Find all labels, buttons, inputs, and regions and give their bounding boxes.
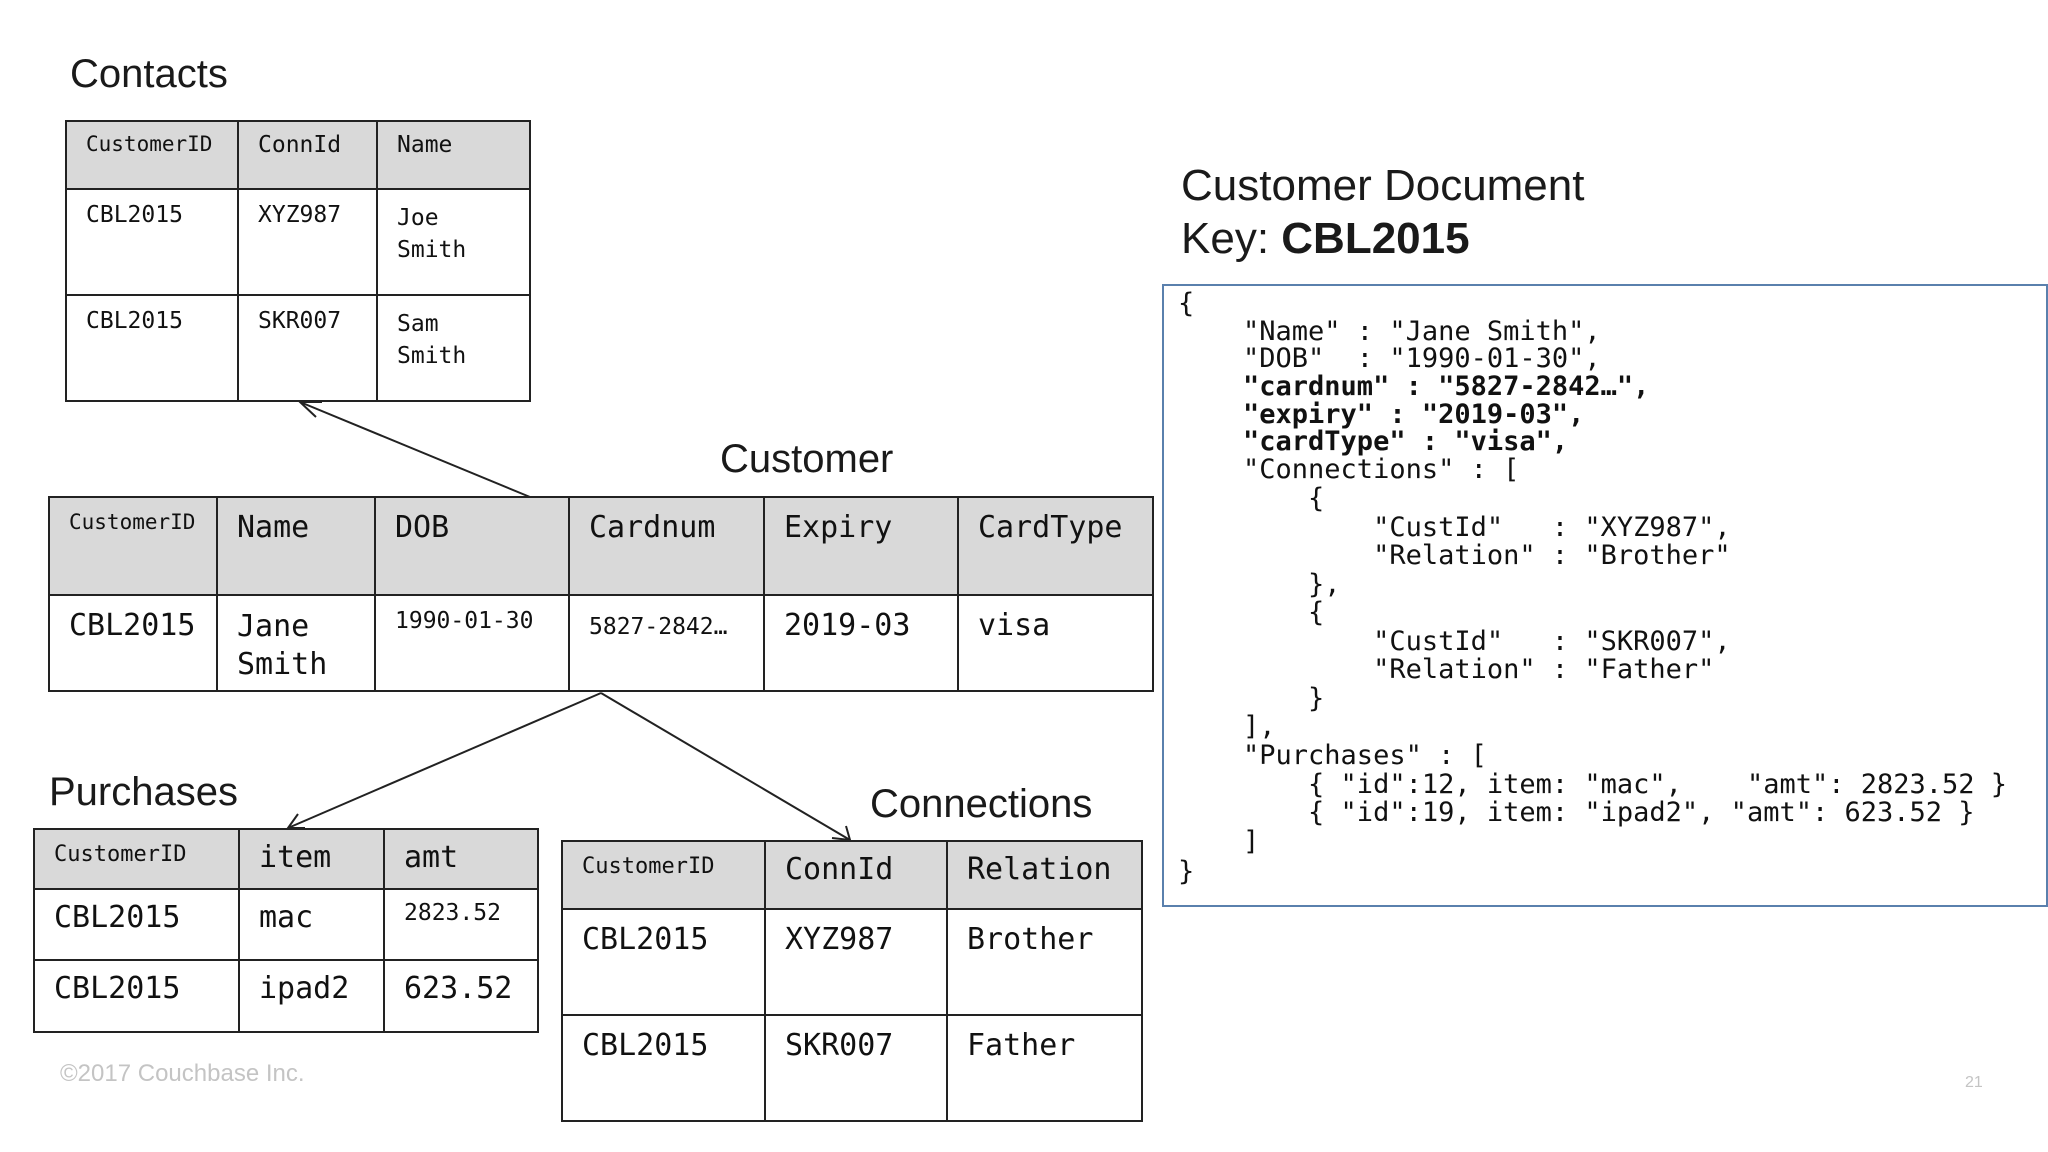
json-line: "Purchases" : [ <box>1178 740 1487 771</box>
arrow-customer-to-connections <box>600 692 851 841</box>
table-cell: ipad2 <box>238 959 385 1033</box>
table-cell: mac <box>238 888 385 961</box>
connections-header-relation: Relation <box>946 840 1143 910</box>
table-cell: Sam Smith <box>376 294 531 402</box>
json-line: "DOB" : "1990-01-30", <box>1178 343 1601 374</box>
customer-header-expiry: Expiry <box>763 496 959 596</box>
table-cell: visa <box>957 594 1154 692</box>
json-line: "CustId" : "XYZ987", <box>1178 512 1731 543</box>
json-line: "Relation" : "Brother" <box>1178 540 1731 571</box>
json-line: "Name" : "Jane Smith", <box>1178 316 1601 347</box>
arrowhead-contacts <box>297 401 322 418</box>
table-cell: XYZ987 <box>764 908 948 1016</box>
table-cell: CBL2015 <box>65 188 239 296</box>
customer-table: CustomerID Name DOB Cardnum Expiry CardT… <box>48 496 1154 692</box>
customer-header-row: CustomerID Name DOB Cardnum Expiry CardT… <box>48 496 1154 596</box>
table-cell: XYZ987 <box>237 188 378 296</box>
table-cell: SKR007 <box>764 1014 948 1122</box>
contact-last-name: Smith <box>397 237 467 263</box>
purchases-title: Purchases <box>49 770 238 814</box>
json-line: "cardnum" : "5827-2842…", <box>1178 371 1650 402</box>
page-number: 21 <box>1965 1074 1983 1091</box>
document-key-value: CBL2015 <box>1281 214 1470 263</box>
table-cell: Joe Smith <box>376 188 531 296</box>
contact-first-name: Sam <box>397 311 439 337</box>
document-key: Key: CBL2015 <box>1181 214 1470 264</box>
table-cell: CBL2015 <box>561 908 766 1016</box>
customer-header-dob: DOB <box>374 496 570 596</box>
json-line: { "id":12, item: "mac", "amt": 2823.52 } <box>1178 769 2008 800</box>
json-line: "Connections" : [ <box>1178 454 1520 485</box>
customer-first-name: Jane <box>237 609 310 644</box>
table-cell: Father <box>946 1014 1143 1122</box>
json-line: "expiry" : "2019-03", <box>1178 399 1585 430</box>
arrow-customer-to-purchases <box>287 692 602 829</box>
customer-json-document: { "Name" : "Jane Smith", "DOB" : "1990-0… <box>1162 284 2048 907</box>
customer-title: Customer <box>720 437 894 481</box>
json-line: { <box>1178 597 1325 628</box>
contact-first-name: Joe <box>397 205 439 231</box>
purchases-header-item: item <box>238 828 385 890</box>
connections-header-connid: ConnId <box>764 840 948 910</box>
table-row: CBL2015 XYZ987 Brother <box>561 908 1143 1016</box>
contacts-table: CustomerID ConnId Name CBL2015 XYZ987 Jo… <box>65 120 531 402</box>
connections-header-customerid: CustomerID <box>561 840 766 910</box>
json-line: } <box>1178 856 1195 887</box>
arrow-customer-to-contacts <box>299 401 531 498</box>
customer-header-cardnum: Cardnum <box>568 496 765 596</box>
table-row: CBL2015 Jane Smith 1990-01-30 5827-2842…… <box>48 594 1154 692</box>
purchases-header-amt: amt <box>383 828 539 890</box>
table-row: CBL2015 XYZ987 Joe Smith <box>65 188 531 296</box>
connections-title: Connections <box>870 782 1093 826</box>
json-line: { <box>1178 483 1325 514</box>
document-title: Customer Document <box>1181 161 1585 210</box>
purchases-header-row: CustomerID item amt <box>33 828 539 890</box>
json-line: { "id":19, item: "ipad2", "amt": 623.52 … <box>1178 797 1975 828</box>
purchases-header-customerid: CustomerID <box>33 828 240 890</box>
table-cell: Jane Smith <box>216 594 376 692</box>
customer-header-customerid: CustomerID <box>48 496 218 596</box>
customer-last-name: Smith <box>237 647 328 682</box>
table-cell: SKR007 <box>237 294 378 402</box>
contacts-header-name: Name <box>376 120 531 190</box>
table-cell: CBL2015 <box>65 294 239 402</box>
table-cell: CBL2015 <box>33 959 240 1033</box>
contacts-header-row: CustomerID ConnId Name <box>65 120 531 190</box>
arrowhead-connections <box>831 825 852 842</box>
json-line: } <box>1178 683 1325 714</box>
json-line: "cardType" : "visa", <box>1178 426 1569 457</box>
arrowhead-purchases <box>286 813 305 829</box>
purchases-table: CustomerID item amt CBL2015 mac 2823.52 … <box>33 828 539 1033</box>
table-cell: 2019-03 <box>763 594 959 692</box>
table-cell: 623.52 <box>383 959 539 1033</box>
connections-table: CustomerID ConnId Relation CBL2015 XYZ98… <box>561 840 1143 1122</box>
table-cell: 2823.52 <box>383 888 539 961</box>
contacts-header-connid: ConnId <box>237 120 378 190</box>
table-cell: 5827-2842… <box>568 594 765 692</box>
connections-header-row: CustomerID ConnId Relation <box>561 840 1143 910</box>
json-line: }, <box>1178 569 1341 600</box>
copyright-footer: ©2017 Couchbase Inc. <box>60 1060 305 1087</box>
table-row: CBL2015 mac 2823.52 <box>33 888 539 961</box>
json-line: { <box>1178 288 1195 319</box>
json-line: "Relation" : "Father" <box>1178 654 1715 685</box>
contacts-title: Contacts <box>70 52 228 96</box>
table-row: CBL2015 ipad2 623.52 <box>33 959 539 1033</box>
customer-header-cardtype: CardType <box>957 496 1154 596</box>
table-cell: CBL2015 <box>48 594 218 692</box>
json-line: ], <box>1178 711 1276 742</box>
contacts-header-customerid: CustomerID <box>65 120 239 190</box>
contact-last-name: Smith <box>397 343 467 369</box>
json-line: "CustId" : "SKR007", <box>1178 626 1731 657</box>
table-cell: CBL2015 <box>561 1014 766 1122</box>
table-cell: CBL2015 <box>33 888 240 961</box>
customer-header-name: Name <box>216 496 376 596</box>
table-cell: Brother <box>946 908 1143 1016</box>
table-row: CBL2015 SKR007 Father <box>561 1014 1143 1122</box>
table-row: CBL2015 SKR007 Sam Smith <box>65 294 531 402</box>
table-cell: 1990-01-30 <box>374 594 570 692</box>
document-key-label: Key: <box>1181 214 1282 263</box>
json-line: ] <box>1178 826 1260 857</box>
